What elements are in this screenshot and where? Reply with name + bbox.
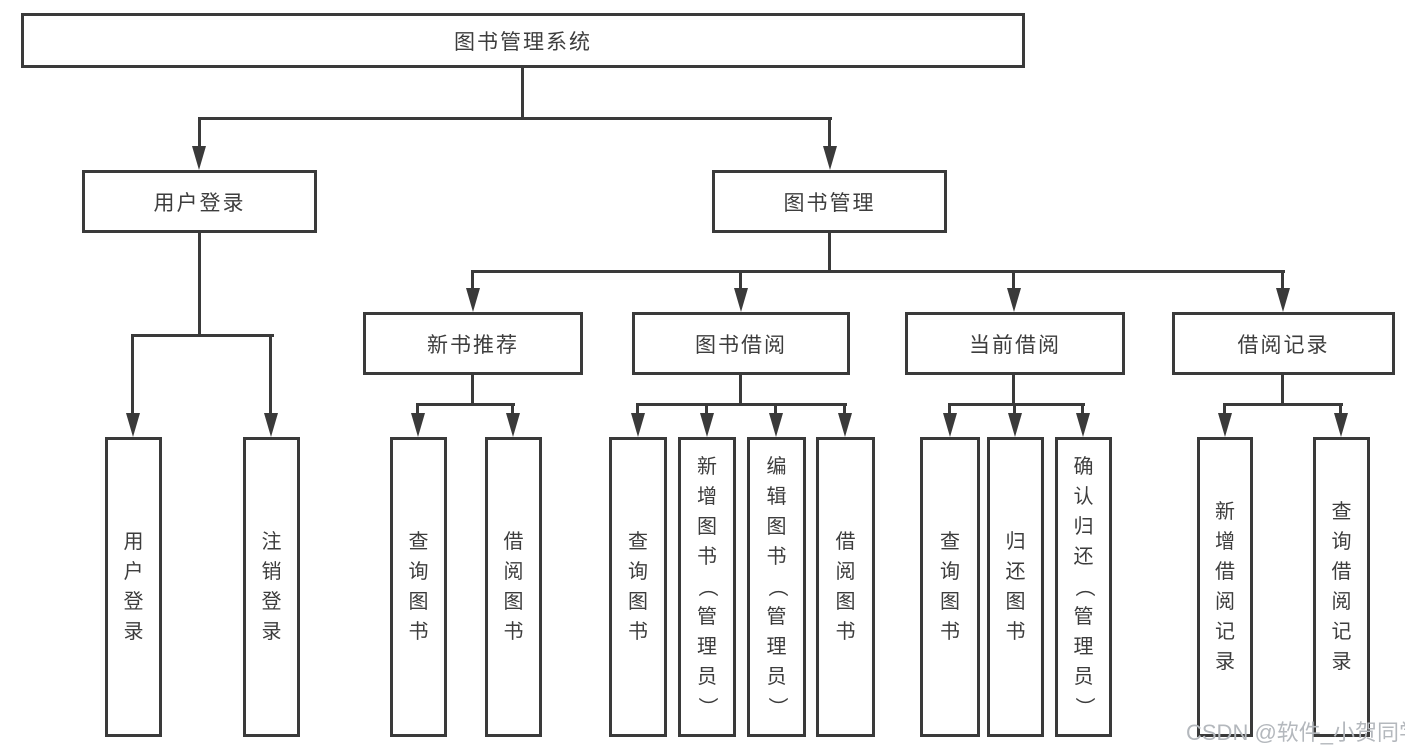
- node-library-management-system: 图书管理系统: [21, 13, 1025, 68]
- connector-line: [416, 405, 419, 415]
- arrow-down-icon: [466, 288, 480, 312]
- connector-line: [828, 233, 831, 272]
- connector-line: [521, 68, 524, 119]
- node-new-book-recommendation: 新书推荐: [363, 312, 583, 375]
- node-label: 编辑图书（管理员）: [765, 456, 788, 717]
- arrow-down-icon: [1007, 288, 1021, 312]
- leaf-current-query-books: 查询图书: [920, 437, 980, 737]
- node-label: 新增借阅记录: [1215, 501, 1235, 673]
- arrow-down-icon: [631, 413, 645, 437]
- csdn-watermark: CSDN @软件_小贺同学: [1186, 720, 1405, 745]
- connector-line: [705, 405, 708, 415]
- node-label: 图书管理系统: [454, 30, 592, 54]
- node-label: 新增图书（管理员）: [696, 456, 718, 717]
- node-label: 图书借阅: [695, 333, 787, 357]
- arrow-down-icon: [126, 413, 140, 437]
- leaf-current-return-books: 归还图书: [987, 437, 1044, 737]
- leaf-borrowing-query-books: 查询图书: [609, 437, 667, 737]
- connector-line: [774, 405, 777, 415]
- arrow-down-icon: [1334, 413, 1348, 437]
- leaf-current-confirm-return-admin: 确认归还（管理员）: [1055, 437, 1112, 737]
- arrow-down-icon: [506, 413, 520, 437]
- arrow-down-icon: [264, 413, 278, 437]
- connector-line: [843, 405, 846, 415]
- node-label: 当前借阅: [969, 333, 1061, 357]
- connector-line: [1281, 272, 1284, 290]
- arrow-down-icon: [1276, 288, 1290, 312]
- connector-line: [1223, 403, 1343, 406]
- leaf-records-query-record: 查询借阅记录: [1313, 437, 1370, 737]
- arrow-down-icon: [1008, 413, 1022, 437]
- arrow-down-icon: [823, 146, 837, 170]
- connector-line: [948, 405, 951, 415]
- node-label: 借阅图书: [835, 531, 856, 643]
- node-label: 图书管理: [783, 191, 876, 215]
- arrow-down-icon: [192, 146, 206, 170]
- connector-line: [198, 233, 201, 335]
- connector-line: [471, 272, 474, 290]
- connector-line: [269, 336, 272, 415]
- arrow-down-icon: [1218, 413, 1232, 437]
- connector-line: [198, 117, 832, 120]
- connector-line: [948, 403, 1085, 406]
- connector-line: [471, 375, 474, 405]
- connector-line: [1081, 405, 1084, 415]
- node-borrowing-records: 借阅记录: [1172, 312, 1395, 375]
- connector-line: [131, 336, 134, 415]
- connector-line: [739, 375, 742, 405]
- node-label: 查询图书: [408, 531, 429, 643]
- node-label: 归还图书: [1005, 531, 1026, 643]
- connector-line: [1339, 405, 1342, 415]
- node-label: 查询图书: [628, 531, 648, 643]
- connector-line: [1223, 405, 1226, 415]
- leaf-recommend-borrow-books: 借阅图书: [485, 437, 542, 737]
- node-label: 确认归还（管理员）: [1072, 456, 1095, 717]
- node-label: 用户登录: [153, 191, 246, 215]
- arrow-down-icon: [838, 413, 852, 437]
- connector-line: [636, 403, 847, 406]
- leaf-borrowing-borrow-books: 借阅图书: [816, 437, 875, 737]
- node-current-borrowing: 当前借阅: [905, 312, 1125, 375]
- connector-line: [511, 405, 514, 415]
- node-label: 查询借阅记录: [1331, 501, 1352, 673]
- arrow-down-icon: [943, 413, 957, 437]
- connector-line: [739, 272, 742, 290]
- arrow-down-icon: [1076, 413, 1090, 437]
- node-label: 借阅图书: [503, 531, 524, 643]
- leaf-logout: 注销登录: [243, 437, 300, 737]
- leaf-borrowing-add-books-admin: 新增图书（管理员）: [678, 437, 736, 737]
- node-label: 用户登录: [123, 531, 144, 643]
- leaf-borrowing-edit-books-admin: 编辑图书（管理员）: [747, 437, 806, 737]
- connector-line: [1281, 375, 1284, 405]
- leaf-records-add-record: 新增借阅记录: [1197, 437, 1253, 737]
- node-book-management: 图书管理: [712, 170, 947, 233]
- connector-line: [1012, 375, 1015, 405]
- connector-line: [416, 403, 515, 406]
- node-book-borrowing: 图书借阅: [632, 312, 850, 375]
- arrow-down-icon: [734, 288, 748, 312]
- connector-line: [198, 119, 201, 148]
- node-label: 新书推荐: [427, 333, 519, 357]
- connector-line: [828, 119, 831, 148]
- connector-line: [1012, 272, 1015, 290]
- node-label: 借阅记录: [1237, 333, 1330, 357]
- leaf-user-login: 用户登录: [105, 437, 162, 737]
- node-user-login: 用户登录: [82, 170, 317, 233]
- leaf-recommend-query-books: 查询图书: [390, 437, 447, 737]
- arrow-down-icon: [700, 413, 714, 437]
- node-label: 注销登录: [261, 531, 282, 643]
- connector-line: [471, 270, 1285, 273]
- connector-line: [131, 334, 274, 337]
- node-label: 查询图书: [940, 531, 960, 643]
- connector-line: [1013, 405, 1016, 415]
- connector-line: [636, 405, 639, 415]
- arrow-down-icon: [769, 413, 783, 437]
- arrow-down-icon: [411, 413, 425, 437]
